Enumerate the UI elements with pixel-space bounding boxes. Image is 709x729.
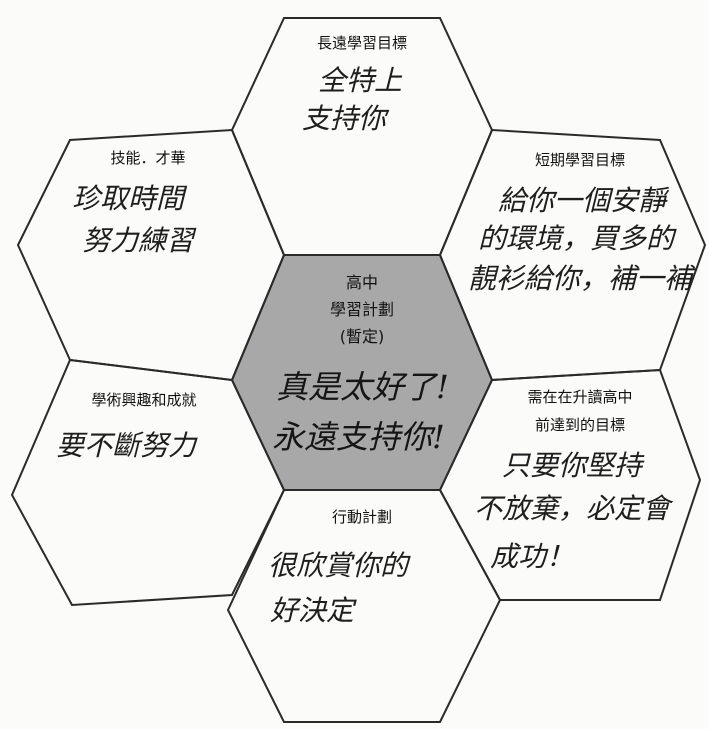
center-title-line-2: 學習計劃 <box>330 300 394 319</box>
top-handwriting-line-2: 支持你 <box>302 102 390 135</box>
center-handwriting-line-2: 永遠支持你! <box>272 418 445 456</box>
top-right-handwriting-line-1: 給你一個安靜 <box>498 184 670 217</box>
top-right-handwriting-line-3: 靚衫給你，補一補 <box>468 262 696 295</box>
top-hexagon <box>230 17 494 256</box>
bottom-right-handwriting-line-1: 只要你堅持 <box>502 449 645 482</box>
top-title: 長遠學習目標 <box>317 34 407 52</box>
bottom-right-title-line-2: 前達到的目標 <box>535 416 625 434</box>
bottom-left-title: 學術興趣和成就 <box>91 391 196 409</box>
top-handwriting-line-1: 全特上 <box>318 64 403 97</box>
bottom-left-handwriting-line-1: 要不斷努力 <box>56 429 198 462</box>
center-hexagon-fill <box>232 255 492 490</box>
top-left-title: 技能．才華 <box>110 149 185 167</box>
top-right-handwriting-line-2: 的環境，買多的 <box>478 222 677 255</box>
bottom-handwriting-line-1: 很欣賞你的 <box>268 549 411 582</box>
bottom-right-title-line-1: 需在在升讀高中 <box>527 388 632 406</box>
top-right-title: 短期學習目標 <box>535 151 625 169</box>
top-left-handwriting-line-1: 珍取時間 <box>72 182 188 215</box>
center-title-line-1: 高中 <box>346 273 378 292</box>
bottom-hexagon <box>226 489 502 723</box>
bottom-handwriting-line-2: 好決定 <box>270 594 357 627</box>
bottom-right-handwriting-line-3: 成功！ <box>490 540 574 573</box>
bottom-right-handwriting-line-2: 不放棄，必定會 <box>474 492 674 525</box>
center-title-line-3: (暫定) <box>340 327 385 346</box>
top-left-handwriting-line-2: 努力練習 <box>82 224 197 257</box>
center-handwriting-line-1: 真是太好了! <box>276 368 449 406</box>
bottom-title: 行動計劃 <box>332 508 392 526</box>
